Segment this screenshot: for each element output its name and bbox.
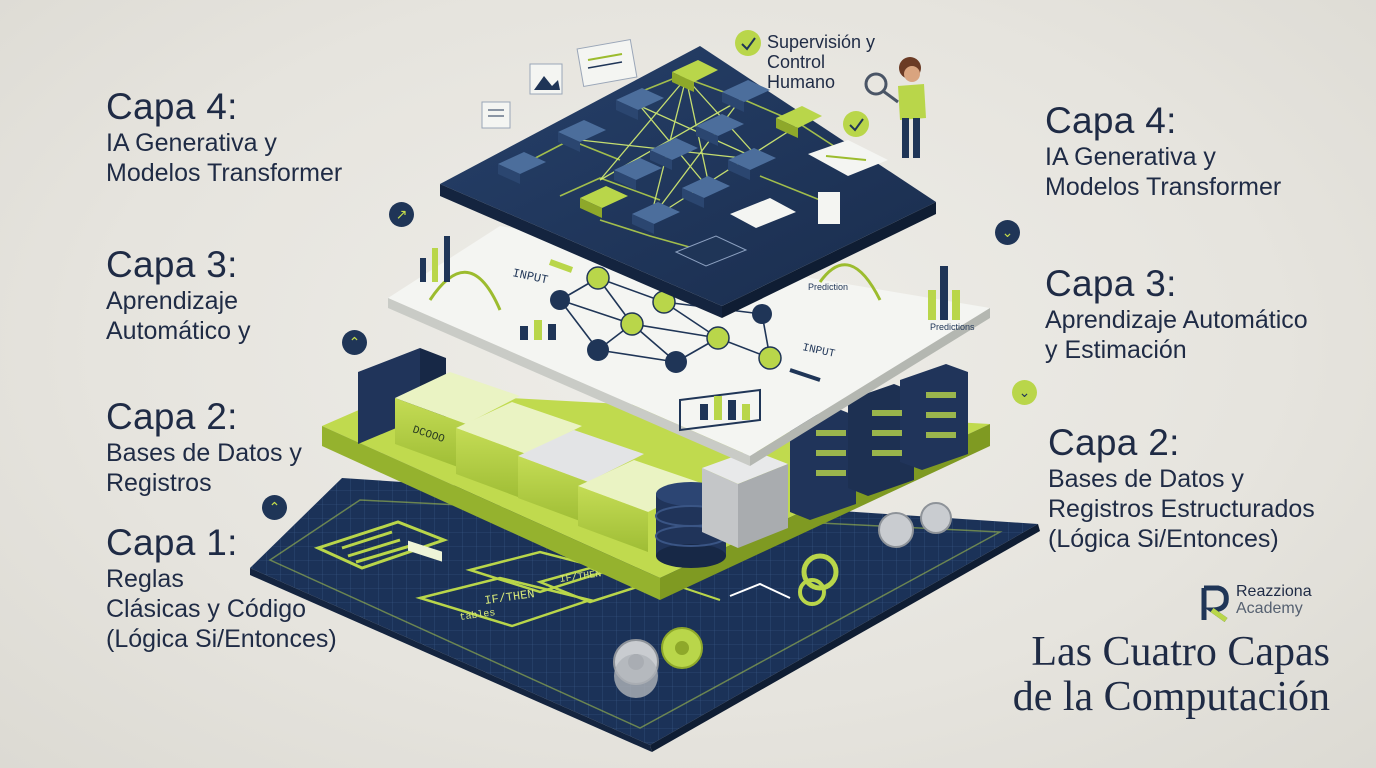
left-capa-3-line-2: Automático y	[106, 317, 251, 346]
brand: Reazziona Academy	[1202, 583, 1312, 618]
right-label-capa-4: Capa 4: IA Generativa y Modelos Transfor…	[1045, 100, 1281, 201]
right-capa-3-line-1: Aprendizaje Automático	[1045, 306, 1308, 335]
right-capa-2-line-3: (Lógica Si/Entonces)	[1048, 525, 1279, 554]
left-capa-4-line-1: IA Generativa y	[106, 129, 277, 158]
supervision-label: Supervisión y Control Humano	[767, 32, 876, 92]
brand-sub: Academy	[1236, 600, 1303, 617]
left-label-capa-2: Capa 2: Bases de Datos y Registros	[106, 396, 302, 497]
prediction-label: Prediction	[808, 282, 848, 292]
right-capa-3-line-2: y Estimación	[1045, 336, 1187, 365]
page-title: Las Cuatro Capas de la Computación	[960, 629, 1330, 721]
supervision-line-2: Control	[767, 51, 826, 72]
layer-4-transformer	[440, 46, 936, 318]
right-capa-3-heading: Capa 3:	[1045, 263, 1177, 304]
left-capa-2-heading: Capa 2:	[106, 396, 238, 437]
neural-chip-blocks	[498, 60, 822, 234]
layer-3-machine-learning: INPUT INPUT Prediction Predictions	[388, 226, 990, 466]
left-capa-1-line-1: Reglas	[106, 565, 184, 594]
left-label-capa-3: Capa 3: Aprendizaje Automático y	[106, 244, 251, 345]
brand-name: Reazziona	[1236, 583, 1312, 601]
ifthen-label: IF/THEN	[484, 587, 536, 608]
ifthen-label-2: IF/THEN	[559, 568, 602, 586]
left-capa-3-line-1: Aprendizaje	[106, 287, 239, 316]
left-capa-1-heading: Capa 1:	[106, 522, 238, 563]
left-capa-4-heading: Capa 4:	[106, 86, 238, 127]
chevron-up-icon: ⌃	[342, 330, 367, 355]
right-capa-2-line-1: Bases de Datos y	[1048, 465, 1244, 494]
right-capa-4-line-1: IA Generativa y	[1045, 143, 1216, 172]
left-capa-1-line-3: (Lógica Si/Entonces)	[106, 625, 337, 654]
left-label-capa-4: Capa 4: IA Generativa y Modelos Transfor…	[106, 86, 342, 187]
chevron-down-icon-2: ⌄	[1012, 380, 1037, 405]
chevron-down-icon: ⌄	[995, 220, 1020, 245]
tables-label: tables	[459, 607, 496, 624]
left-capa-2-line-2: Registros	[106, 469, 212, 498]
server-racks	[790, 364, 968, 520]
human-supervisor-figure	[735, 30, 926, 158]
right-capa-4-line-2: Modelos Transformer	[1045, 173, 1282, 202]
file-cabinets: DCOOO	[395, 372, 704, 562]
left-capa-3-heading: Capa 3:	[106, 244, 238, 285]
brand-text: Reazziona Academy	[1236, 583, 1312, 618]
clipboard-icon	[313, 520, 449, 570]
right-capa-2-line-2: Registros Estructurados	[1048, 495, 1315, 524]
right-capa-2-heading: Capa 2:	[1048, 422, 1180, 463]
predictions-label: Predictions	[930, 322, 975, 332]
title-line-1: Las Cuatro Capas	[1031, 629, 1330, 675]
brand-logo-icon	[1201, 585, 1229, 623]
left-capa-1-line-2: Clásicas y Código	[106, 595, 307, 624]
left-capa-2-line-1: Bases de Datos y	[106, 439, 302, 468]
brand-logo-spacer	[1202, 584, 1230, 618]
floating-doc-icons	[481, 39, 638, 129]
title-line-2: de la Computación	[1012, 674, 1330, 721]
layer-1-blueprint: IF/THEN IF/THEN tables	[250, 478, 1040, 752]
supervision-line-3: Humano	[767, 71, 836, 92]
chevron-up-icon-2: ⌃	[262, 495, 287, 520]
left-label-capa-1: Capa 1: Reglas Clásicas y Código (Lógica…	[106, 522, 337, 653]
right-label-capa-2: Capa 2: Bases de Datos y Registros Estru…	[1048, 422, 1315, 553]
arrow-up-right-icon: ↗	[389, 202, 414, 227]
gear-icon	[613, 502, 952, 698]
layer-2-database: DCOOO	[322, 348, 990, 600]
right-label-capa-3: Capa 3: Aprendizaje Automático y Estimac…	[1045, 263, 1308, 364]
supervision-line-1: Supervisión y	[767, 32, 876, 52]
right-capa-4-heading: Capa 4:	[1045, 100, 1177, 141]
left-capa-4-line-2: Modelos Transformer	[106, 159, 343, 188]
